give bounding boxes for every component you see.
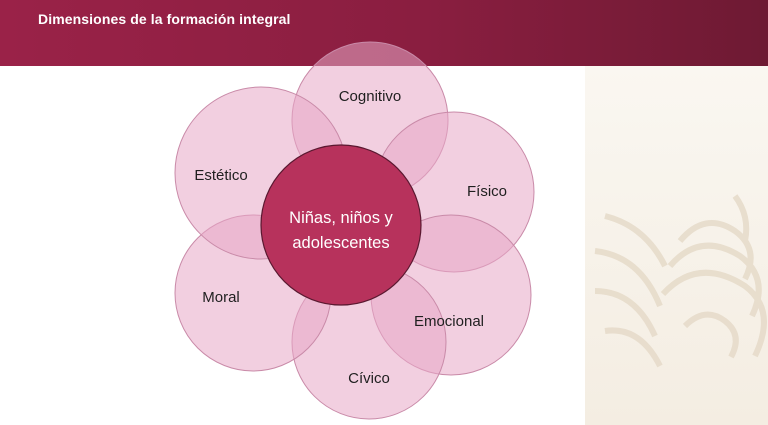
petal-label-fisico: Físico: [467, 183, 507, 200]
center-label-line2: adolescentes: [292, 234, 389, 252]
petal-label-estetico: Estético: [194, 167, 247, 184]
decorative-side-panel: [585, 66, 768, 425]
page-title: Dimensiones de la formación integral: [38, 11, 291, 27]
emblem-watermark-icon: [594, 194, 767, 368]
center-circle: [260, 144, 422, 306]
petal-label-emocional: Emocional: [414, 313, 484, 330]
petal-label-civico: Cívico: [348, 370, 390, 387]
petal-label-moral: Moral: [202, 289, 240, 306]
petal-label-cognitivo: Cognitivo: [339, 88, 402, 105]
center-label-line1: Niñas, niños y: [289, 209, 393, 227]
